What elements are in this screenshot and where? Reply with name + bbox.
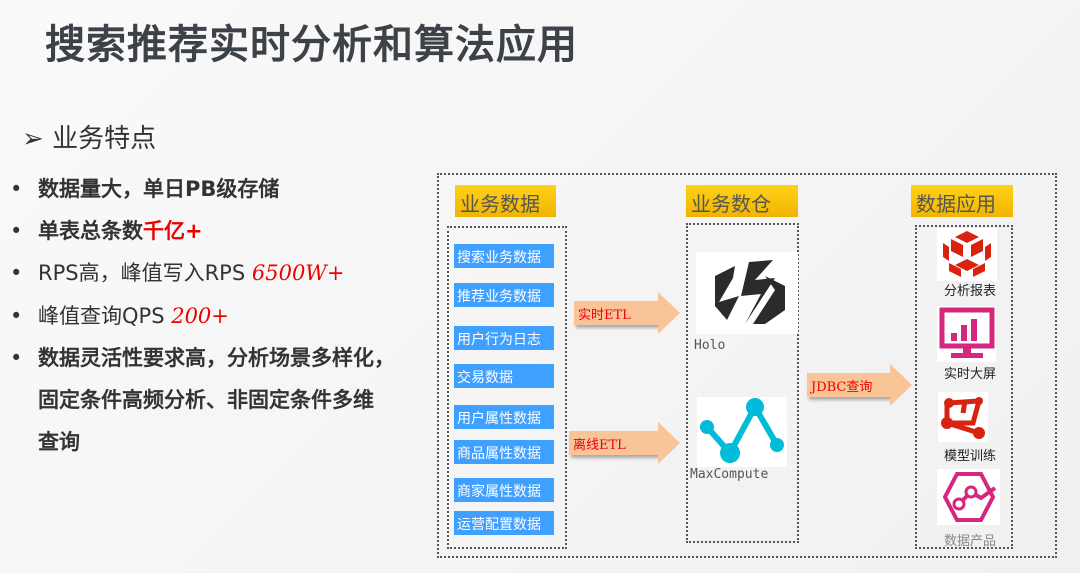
section-heading-text: 业务特点: [52, 124, 157, 154]
page-title: 搜索推荐实时分析和算法应用: [45, 22, 578, 68]
sources-group: [447, 226, 567, 549]
holo-logo-icon: [696, 252, 798, 334]
warehouse-group: [686, 223, 799, 543]
bullet-text: RPS高，峰值写入RPS: [38, 261, 252, 285]
header-warehouse: 业务数仓: [686, 185, 798, 217]
app-label: 模型训练: [944, 449, 997, 464]
data-product-icon: [937, 469, 1000, 525]
bullet-text: 数据灵活性要求高，分析场景多样化，: [38, 346, 395, 370]
bullet-item: •单表总条数千亿+: [10, 219, 203, 243]
source-item: 商品属性数据: [454, 440, 554, 464]
bullet-text: 数据量大，单日PB级存储: [38, 177, 280, 201]
arrow-label: 离线ETL: [569, 431, 660, 455]
header-apps: 数据应用: [911, 185, 1013, 217]
bullet-text: 固定条件高频分析、非固定条件多维: [38, 388, 374, 412]
dashboard-screen-icon: [937, 306, 996, 362]
bullet-item: 固定条件高频分析、非固定条件多维: [10, 379, 374, 421]
report-cube-icon: [937, 228, 997, 281]
bullet-text: 峰值查询QPS: [38, 304, 172, 328]
arrow-head-icon: [658, 422, 680, 464]
source-item: 搜索业务数据: [454, 244, 554, 268]
model-training-icon: [938, 392, 988, 442]
bullet-highlight: 千亿+: [143, 219, 203, 243]
bullet-text: 单表总条数: [38, 219, 143, 243]
apps-group: [915, 225, 1013, 549]
app-label: 实时大屏: [944, 367, 997, 382]
maxcompute-label: MaxCompute: [690, 467, 769, 482]
app-label: 分析报表: [944, 284, 997, 299]
header-business-data: 业务数据: [455, 185, 556, 217]
arrow-label: JDBC查询: [807, 373, 892, 397]
arrow-head-icon: [658, 292, 680, 334]
bullet-item: •数据量大，单日PB级存储: [10, 177, 280, 201]
bullet-highlight: 200+: [171, 304, 229, 328]
arrow-bullet-icon: ➢: [22, 124, 53, 154]
source-item: 用户行为日志: [454, 326, 554, 350]
source-item: 交易数据: [454, 364, 554, 388]
diagram-frame: [437, 173, 1057, 558]
source-item: 用户属性数据: [454, 405, 554, 429]
bullet-item: •峰值查询QPS 200+: [10, 304, 229, 328]
arrow-realtime-etl: 实时ETL: [574, 292, 680, 334]
section-heading: ➢ 业务特点: [22, 118, 156, 155]
maxcompute-logo-icon: [697, 397, 787, 467]
arrow-jdbc-query: JDBC查询: [807, 364, 912, 406]
source-item: 商家属性数据: [454, 478, 554, 502]
arrow-offline-etl: 离线ETL: [569, 422, 680, 464]
bullet-highlight: 6500W+: [251, 261, 345, 285]
bullet-item: 查询: [10, 421, 80, 463]
source-item: 推荐业务数据: [454, 283, 554, 307]
bullet-text: 查询: [38, 430, 80, 454]
source-item: 运营配置数据: [454, 511, 554, 535]
app-label: 数据产品: [944, 534, 997, 549]
bullet-item: •RPS高，峰值写入RPS 6500W+: [10, 261, 345, 285]
holo-label: Holo: [694, 338, 726, 353]
arrow-head-icon: [890, 364, 912, 406]
bullet-item: •数据灵活性要求高，分析场景多样化，: [10, 346, 395, 370]
arrow-label: 实时ETL: [574, 301, 660, 325]
